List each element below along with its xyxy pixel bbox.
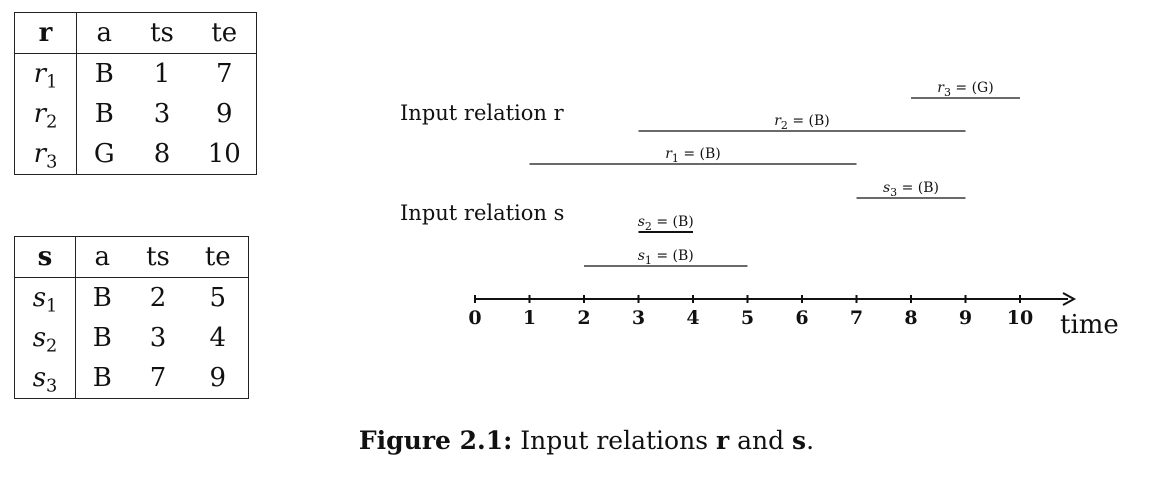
header-cell: ts: [128, 236, 188, 278]
tuple-id-cell: s1: [14, 277, 76, 318]
tick-label: 10: [1007, 307, 1033, 329]
te-cell: 7: [215, 59, 233, 89]
value-cell: B: [94, 99, 114, 129]
te-cell: 9: [209, 363, 227, 393]
tick-label: 3: [632, 307, 645, 329]
ts-cell: 3: [149, 323, 167, 353]
group-label-s: Input relation s: [400, 201, 564, 225]
tick-label: 9: [959, 307, 972, 329]
table-row: s1 B 2 5: [14, 277, 249, 318]
table-row: r2 B 3 9: [14, 94, 257, 134]
axis-ticks: 0 1 2 3 4 5 6 7 8 9 10: [468, 295, 1033, 329]
interval-label-r1: r1 = (B): [665, 146, 721, 165]
caption-r: r: [715, 426, 730, 455]
table-row: r1 B 1 7: [14, 53, 257, 94]
header-cell: r: [14, 12, 77, 54]
te-cell: 5: [209, 283, 227, 313]
group-label-r: Input relation r: [400, 101, 565, 125]
tick-label: 7: [850, 307, 863, 329]
tick-label: 6: [795, 307, 808, 329]
ts-cell: 7: [149, 363, 167, 393]
value-cell: B: [92, 363, 112, 393]
tick-label: 1: [523, 307, 536, 329]
table-row: s2 B 3 4: [14, 318, 249, 358]
caption-text: and: [729, 426, 793, 455]
header-cell: a: [76, 12, 132, 54]
header-cell: a: [75, 236, 129, 278]
interval-label-s3: s3 = (B): [883, 180, 939, 199]
ts-cell: 1: [153, 59, 171, 89]
caption-label: Figure 2.1:: [358, 426, 513, 455]
relation-s-table: s a ts te s1 B 2 5 s2 B 3 4 s3 B 7 9: [14, 236, 249, 399]
tick-label: 5: [741, 307, 754, 329]
tuple-id-cell: s3: [14, 358, 76, 399]
te-cell: 9: [215, 99, 233, 129]
ts-cell: 2: [149, 283, 167, 313]
interval-label-s1: s1 = (B): [638, 248, 694, 267]
tuple-id-cell: r1: [14, 53, 77, 94]
table-row: s3 B 7 9: [14, 358, 249, 399]
header-cell: te: [192, 12, 257, 54]
header-cell: s: [14, 236, 76, 278]
axis-label: time: [1060, 310, 1119, 340]
figure-caption: Figure 2.1: Input relations r and s.: [0, 426, 1173, 455]
ts-cell: 3: [153, 99, 171, 129]
header-cell: te: [187, 236, 249, 278]
timeline-diagram: Input relation r Input relation s time 0…: [400, 80, 1119, 340]
interval-bars: r3 = (G) r2 = (B) r1 = (B) s3 = (B) s2 = (B)…: [529, 80, 1020, 267]
te-cell: 10: [207, 139, 241, 169]
tick-label: 0: [468, 307, 481, 329]
interval-label-s2: s2 = (B): [638, 214, 694, 233]
tick-label: 4: [686, 307, 699, 329]
tick-label: 2: [577, 307, 590, 329]
table-header-row: r a ts te: [14, 12, 257, 54]
value-cell: G: [93, 139, 115, 169]
tuple-id-cell: r2: [14, 94, 77, 134]
relation-r-table: r a ts te r1 B 1 7 r2 B 3 9 r3 G 8 10: [14, 12, 257, 175]
caption-text: .: [806, 426, 815, 455]
tuple-id-cell: r3: [14, 134, 77, 175]
header-cell: ts: [131, 12, 193, 54]
te-cell: 4: [209, 323, 227, 353]
value-cell: B: [94, 59, 114, 89]
caption-text: Input relations: [512, 426, 716, 455]
time-axis: time: [474, 292, 1119, 340]
caption-s: s: [792, 426, 807, 455]
interval-label-r3: r3 = (G): [937, 80, 993, 99]
value-cell: B: [92, 323, 112, 353]
interval-label-r2: r2 = (B): [774, 113, 830, 132]
tick-label: 8: [904, 307, 917, 329]
tuple-id-cell: s2: [14, 318, 76, 358]
table-row: r3 G 8 10: [14, 134, 257, 175]
table-header-row: s a ts te: [14, 236, 249, 278]
value-cell: B: [92, 283, 112, 313]
axis-arrow-icon: [1062, 292, 1077, 306]
ts-cell: 8: [153, 139, 171, 169]
